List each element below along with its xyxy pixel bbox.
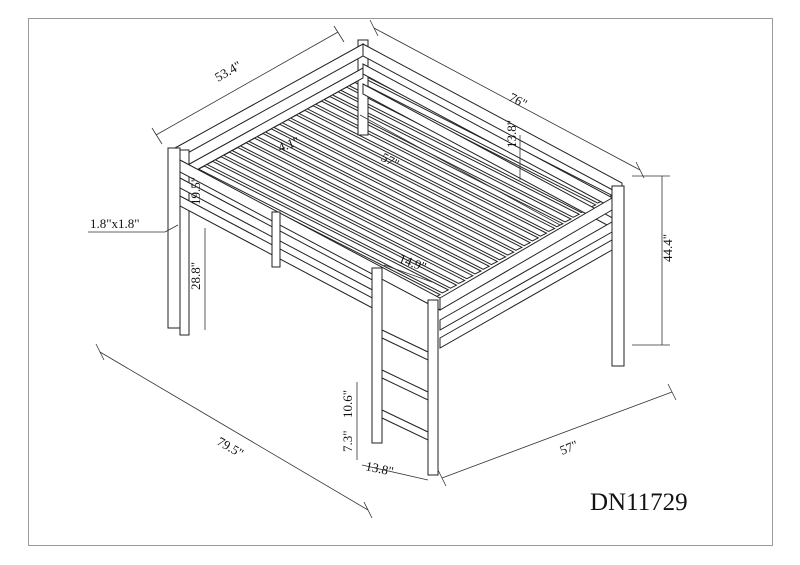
front-right-post [611, 185, 625, 367]
label-overall-length: 79.5" [215, 434, 247, 461]
dimension-labels: 53.4" 76" 44.4" 13.8" 1.8"x1.8" 19.5" 28… [90, 58, 688, 516]
bed-slats [189, 72, 614, 299]
ladder-right-post [427, 299, 439, 476]
label-rail-gap: 19.5" [188, 177, 203, 205]
label-ladder-width: 13.8" [364, 458, 395, 479]
bed-frame [167, 39, 625, 476]
ladder-top-rung [381, 329, 429, 361]
label-width-top: 53.4" [212, 58, 244, 85]
ladder-rung-2 [381, 409, 429, 441]
diagram-border [28, 18, 773, 546]
label-overall-width: 57" [558, 437, 581, 458]
label-post-size: 1.8"x1.8" [90, 216, 140, 231]
dimension-lines [88, 19, 677, 519]
right-rail-low [439, 239, 613, 349]
label-clearance: 28.8" [188, 262, 203, 290]
label-rail-height: 13.8" [504, 120, 519, 148]
ladder-rung-1 [381, 369, 429, 401]
label-total-height: 44.4" [660, 234, 675, 262]
ladder-left-post [371, 267, 383, 444]
label-bottom-gap: 7.3" [340, 430, 355, 452]
front-left-post [167, 147, 181, 329]
front-left-post-2 [179, 149, 190, 336]
front-rail-bracket [271, 211, 281, 268]
model-number: DN11729 [590, 489, 688, 516]
label-step-spacing: 10.6" [340, 390, 355, 418]
label-length-top: 76" [507, 89, 530, 111]
label-slat-gap: 4.1" [276, 133, 301, 154]
right-rail-mid [439, 221, 613, 331]
right-rail-top [439, 197, 613, 311]
